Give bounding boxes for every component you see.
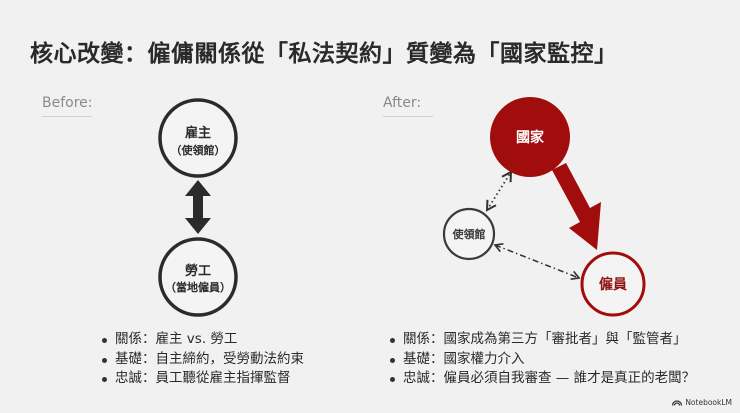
before-label-text: Before:	[42, 95, 93, 111]
after-label-text: After:	[383, 95, 422, 111]
list-item: 關係：國家成為第三方「審批者」與「監管者」	[389, 330, 695, 350]
before-top-node-title: 雇主	[185, 125, 211, 141]
state-node: 國家	[490, 97, 570, 177]
before-top-node-subtitle: （使領館）	[171, 143, 226, 157]
employee-node-title: 僱員	[599, 276, 627, 293]
before-bottom-node-title: 勞工	[185, 263, 211, 279]
before-bullet-list: 關係：雇主 vs. 勞工 基礎：自主締約，受勞動法約束 忠誠：員工聽從雇主指揮監…	[101, 330, 304, 389]
state-node-title: 國家	[516, 129, 545, 146]
brand-name: NotebookLM	[685, 398, 732, 407]
notebooklm-logo-icon	[672, 400, 683, 406]
page-title: 核心改變：僱傭關係從「私法契約」質變為「國家監控」	[30, 41, 618, 67]
before-top-node: 雇主 （使領館）	[158, 98, 238, 178]
list-item: 基礎：國家權力介入	[389, 350, 695, 370]
before-label: Before:	[42, 95, 93, 117]
after-label: After:	[383, 95, 433, 117]
list-item: 忠誠：僱員必須自我審查 — 誰才是真正的老闆？	[389, 369, 695, 389]
embassy-employee-dashdot-arrow	[493, 242, 581, 281]
after-bullet-list: 關係：國家成為第三方「審批者」與「監管者」 基礎：國家權力介入 忠誠：僱員必須自…	[389, 330, 695, 389]
list-item: 關係：雇主 vs. 勞工	[101, 330, 304, 350]
state-to-employee-arrow-icon	[552, 163, 601, 250]
employee-node: 僱員	[580, 251, 646, 317]
before-bottom-node-subtitle: （當地僱員）	[165, 280, 231, 294]
after-label-underline	[383, 116, 433, 117]
embassy-node: 使領館	[442, 207, 496, 261]
list-item: 忠誠：員工聽從雇主指揮監督	[101, 369, 304, 389]
double-arrow-icon	[185, 180, 211, 234]
brand-watermark: NotebookLM	[672, 398, 732, 407]
state-embassy-dotted-arrow	[485, 170, 513, 212]
embassy-node-title: 使領館	[452, 227, 486, 241]
list-item: 基礎：自主締約，受勞動法約束	[101, 350, 304, 370]
before-bottom-node: 勞工 （當地僱員）	[158, 237, 238, 317]
before-label-underline	[42, 116, 92, 117]
